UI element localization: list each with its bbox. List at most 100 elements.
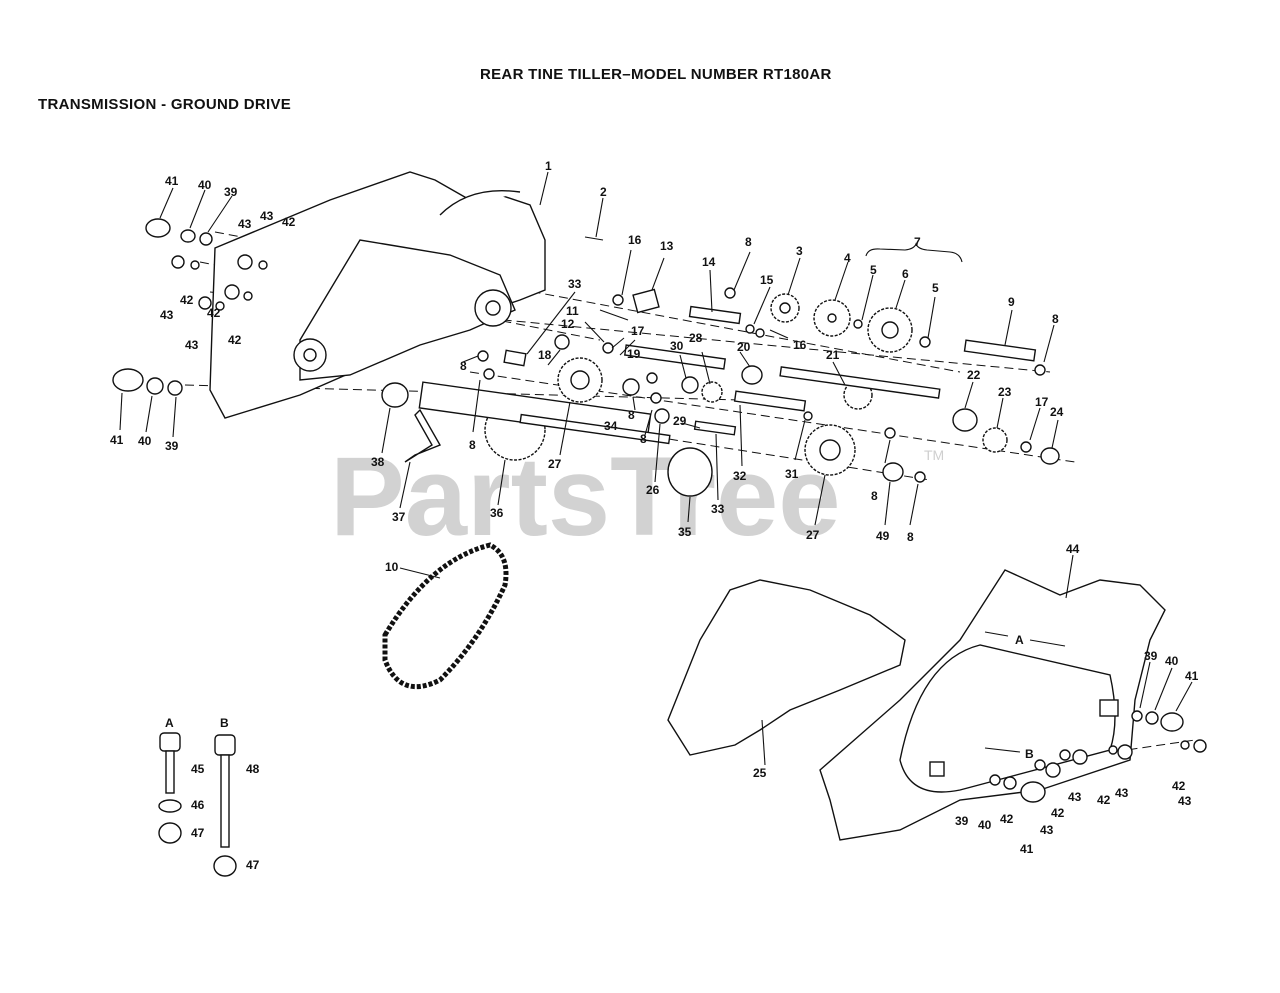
callout-2: 2	[600, 185, 607, 199]
callout-1: 1	[545, 159, 552, 173]
callout-42d: 42	[228, 333, 242, 347]
callout-17b: 17	[1035, 395, 1049, 409]
callout-44: 44	[1066, 542, 1080, 556]
callout-8c: 8	[460, 359, 467, 373]
callout-12: 12	[561, 317, 575, 331]
callout-42f: 42	[1097, 793, 1111, 807]
callout-13: 13	[660, 239, 674, 253]
callout-16a: 16	[628, 233, 642, 247]
right-case-half[interactable]	[819, 569, 1166, 841]
hardware-key-a-item-45: 45	[191, 762, 205, 776]
callout-4: 4	[844, 251, 851, 265]
callout-15: 15	[760, 273, 774, 287]
callout-43f: 43	[1115, 786, 1129, 800]
callout-31: 31	[785, 467, 799, 481]
callout-38: 38	[371, 455, 385, 469]
callout-leaders	[119, 171, 1193, 766]
callout-6: 6	[902, 267, 909, 281]
drive-chain[interactable]	[382, 542, 509, 690]
callout-17a: 17	[631, 324, 645, 338]
callout-42g: 42	[1051, 806, 1065, 820]
callout-21: 21	[826, 348, 840, 362]
callout-16b: 16	[793, 338, 807, 352]
hardware-key-a-item-47: 47	[191, 826, 205, 840]
hardware-key-labels: A B 45 46 47 48 47	[165, 716, 260, 872]
callout-34: 34	[604, 419, 618, 433]
callout-23: 23	[998, 385, 1012, 399]
callout-8g: 8	[871, 489, 878, 503]
transmission-components[interactable]	[112, 218, 1060, 497]
callout-18: 18	[538, 348, 552, 362]
callout-8d: 8	[469, 438, 476, 452]
hardware-key-b-item-47: 47	[246, 858, 260, 872]
callout-39a: 39	[224, 185, 238, 199]
callout-37: 37	[392, 510, 406, 524]
hardware-key-b-item-48: 48	[246, 762, 260, 776]
callout-41a: 41	[165, 174, 179, 188]
callout-36: 36	[490, 506, 504, 520]
callout-5a: 5	[870, 263, 877, 277]
callout-9: 9	[1008, 295, 1015, 309]
callout-39d: 39	[955, 814, 969, 828]
callout-22: 22	[967, 368, 981, 382]
hardware-key-b-letter: B	[220, 716, 229, 730]
callout-20: 20	[737, 340, 751, 354]
callout-14: 14	[702, 255, 716, 269]
callout-8e: 8	[628, 408, 635, 422]
callout-19: 19	[627, 347, 641, 361]
callout-43e: 43	[1178, 794, 1192, 808]
callout-8h: 8	[907, 530, 914, 544]
diagram-title: REAR TINE TILLER–MODEL NUMBER RT180AR	[480, 66, 832, 83]
reference-a-label: A	[1015, 633, 1024, 647]
callout-11: 11	[566, 304, 579, 318]
reference-arrows: A B	[984, 631, 1066, 761]
reference-b-label: B	[1025, 747, 1034, 761]
callout-33b: 33	[711, 502, 725, 516]
callout-39c: 39	[1144, 649, 1158, 663]
callout-24: 24	[1050, 405, 1064, 419]
callout-26: 26	[646, 483, 660, 497]
callout-41b: 41	[110, 433, 124, 447]
callout-42c: 42	[207, 306, 221, 320]
callout-25: 25	[753, 766, 767, 780]
callout-39b: 39	[165, 439, 179, 453]
callout-40a: 40	[198, 178, 212, 192]
section-subtitle: TRANSMISSION - GROUND DRIVE	[38, 96, 292, 113]
callout-28: 28	[689, 331, 703, 345]
callout-8b: 8	[1052, 312, 1059, 326]
callout-8a: 8	[745, 235, 752, 249]
left-case-half[interactable]	[209, 171, 546, 419]
callout-3: 3	[796, 244, 803, 258]
callout-42h: 42	[1000, 812, 1014, 826]
case-gasket[interactable]	[667, 579, 906, 756]
callout-42b: 42	[180, 293, 194, 307]
callout-29: 29	[673, 414, 687, 428]
callout-43d: 43	[185, 338, 199, 352]
hardware-key-a-bolt[interactable]	[158, 732, 182, 844]
callout-35: 35	[678, 525, 692, 539]
callout-41c: 41	[1185, 669, 1199, 683]
callout-43c: 43	[160, 308, 174, 322]
callout-49: 49	[876, 529, 890, 543]
callout-32: 32	[733, 469, 747, 483]
watermark-trademark: TM	[924, 447, 944, 463]
callout-33a: 33	[568, 277, 582, 291]
callout-42e: 42	[1172, 779, 1186, 793]
callout-labels: 1 2 3 4 5 5 6 7 8 8 8 8 8 8 8 8 9 10 11 …	[110, 159, 1199, 856]
callout-27a: 27	[548, 457, 562, 471]
callout-40b: 40	[138, 434, 152, 448]
callout-30: 30	[670, 339, 684, 353]
watermark-text: PartsTree	[330, 434, 841, 559]
callout-10: 10	[385, 560, 399, 574]
callout-8f: 8	[640, 432, 647, 446]
callout-5b: 5	[932, 281, 939, 295]
hardware-key-b-bolt[interactable]	[213, 734, 237, 877]
callout-43b: 43	[260, 209, 274, 223]
right-side-hardware[interactable]	[989, 710, 1207, 803]
callout-40d: 40	[978, 818, 992, 832]
callout-40c: 40	[1165, 654, 1179, 668]
hardware-key-a-letter: A	[165, 716, 174, 730]
group-bracket-7	[865, 242, 963, 263]
callout-41d: 41	[1020, 842, 1034, 856]
